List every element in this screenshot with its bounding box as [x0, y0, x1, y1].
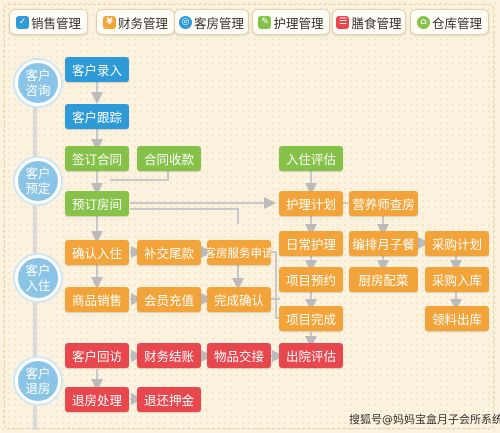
- tab-label: 护理管理: [273, 15, 324, 31]
- node-care-plan[interactable]: 护理计划: [279, 191, 343, 216]
- tab-label: 仓库管理: [431, 15, 482, 31]
- page-frame: [4, 4, 494, 429]
- stage-reserve: 客户 预定: [15, 158, 61, 204]
- node-contract-payment[interactable]: 合同收款: [137, 146, 201, 171]
- node-item-booking[interactable]: 项目预约: [279, 267, 343, 292]
- tab-meal-management[interactable]: ☰ 膳食管理: [332, 9, 406, 35]
- sales-icon: ✓: [15, 15, 29, 29]
- node-customer-entry[interactable]: 客户录入: [65, 57, 129, 82]
- stage-label: 咨询: [25, 83, 51, 98]
- node-discharge-eval[interactable]: 出院评估: [279, 343, 343, 368]
- node-product-sales[interactable]: 商品销售: [65, 287, 129, 312]
- stage-label: 客户: [25, 166, 51, 181]
- stage-label: 客户: [25, 263, 51, 278]
- tab-care-management[interactable]: ✎ 护理管理: [252, 9, 330, 35]
- meal-icon: ☰: [336, 15, 350, 29]
- node-balance-payment[interactable]: 补交尾款: [137, 240, 201, 265]
- node-finish-confirm[interactable]: 完成确认: [207, 287, 271, 312]
- stage-checkout: 客户 退房: [15, 358, 61, 404]
- tab-sales-management[interactable]: ✓ 销售管理: [9, 9, 88, 35]
- node-reserve-room[interactable]: 预订房间: [65, 191, 129, 216]
- stage-consult: 客户 咨询: [15, 60, 61, 106]
- node-checkout-process[interactable]: 退房处理: [65, 387, 129, 412]
- node-meal-arrange[interactable]: 编排月子餐: [349, 231, 418, 256]
- node-purchase-stockin[interactable]: 采购入库: [425, 267, 489, 292]
- node-customer-visit[interactable]: 客户回访: [65, 343, 129, 368]
- node-item-done[interactable]: 项目完成: [279, 306, 343, 331]
- node-daily-care[interactable]: 日常护理: [279, 231, 343, 256]
- timeline-spine: [33, 58, 37, 430]
- tab-label: 客房管理: [193, 15, 244, 31]
- node-refund-deposit[interactable]: 退还押金: [137, 387, 201, 412]
- tab-warehouse-management[interactable]: ⌂ 仓库管理: [410, 9, 489, 35]
- node-confirm-checkin[interactable]: 确认入住: [65, 240, 129, 265]
- warehouse-icon: ⌂: [416, 15, 430, 29]
- stage-label: 入住: [25, 278, 51, 293]
- tab-finance-management[interactable]: ¥ 财务管理: [96, 9, 175, 35]
- node-room-service-request[interactable]: 客房服务申请: [207, 240, 271, 265]
- watermark-text: 搜狐号@妈妈宝盒月子会所系统: [349, 413, 500, 426]
- room-icon: ◎: [178, 15, 192, 29]
- node-checkin-eval[interactable]: 入住评估: [279, 146, 343, 171]
- node-purchase-plan[interactable]: 采购计划: [425, 231, 489, 256]
- node-material-out[interactable]: 领料出库: [425, 306, 489, 331]
- node-nutritionist-round[interactable]: 营养师查房: [349, 191, 418, 216]
- tab-label: 财务管理: [117, 15, 168, 31]
- node-kitchen-prep[interactable]: 厨房配菜: [349, 267, 418, 292]
- node-sign-contract[interactable]: 签订合同: [65, 146, 129, 171]
- node-customer-follow[interactable]: 客户跟踪: [65, 104, 129, 129]
- node-member-recharge[interactable]: 会员充值: [137, 287, 201, 312]
- node-finance-settle[interactable]: 财务结账: [137, 343, 201, 368]
- stage-label: 客户: [25, 68, 51, 83]
- stage-label: 客户: [25, 366, 51, 381]
- stage-checkin: 客户 入住: [15, 255, 61, 301]
- node-item-handover[interactable]: 物品交接: [207, 343, 271, 368]
- tab-label: 膳食管理: [351, 15, 402, 31]
- tab-label: 销售管理: [30, 15, 81, 31]
- finance-icon: ¥: [102, 15, 116, 29]
- tab-room-management[interactable]: ◎ 客房管理: [174, 9, 249, 35]
- stage-label: 退房: [25, 381, 51, 396]
- stage-label: 预定: [25, 181, 51, 196]
- care-icon: ✎: [258, 15, 272, 29]
